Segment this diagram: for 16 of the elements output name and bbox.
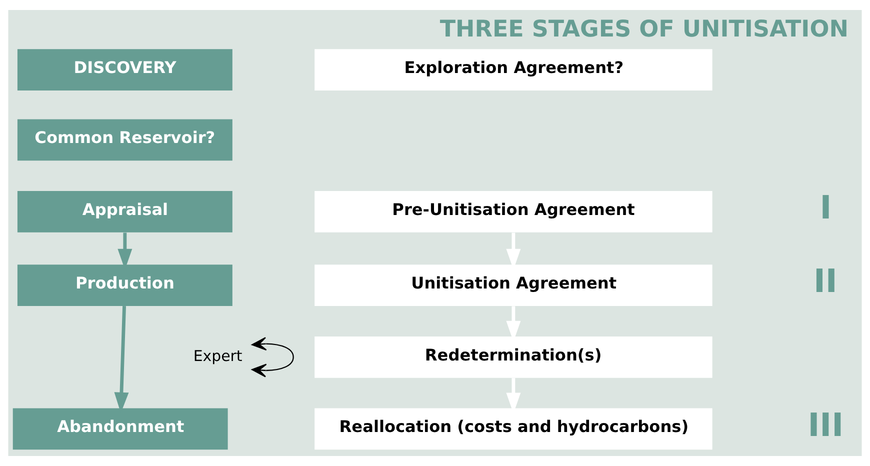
node-box: Pre-Unitisation Agreement <box>314 191 712 232</box>
label: II <box>813 262 838 300</box>
node-text: Expert <box>193 347 242 366</box>
node-box: Common Reservoir? <box>17 119 232 161</box>
diagram-title: THREE STAGES OF UNITISATION <box>440 16 848 42</box>
label: III <box>808 406 844 444</box>
node-box: DISCOVERY <box>17 49 232 90</box>
node-box: Abandonment <box>12 408 228 450</box>
node-box: Production <box>17 264 232 306</box>
node-box: Unitisation Agreement <box>314 264 712 306</box>
node-box: Redetermination(s) <box>314 336 712 378</box>
label: I <box>820 188 832 227</box>
node-box: Reallocation (costs and hydrocarbons) <box>314 408 712 450</box>
node-box: Exploration Agreement? <box>314 49 712 90</box>
arrow <box>252 337 294 378</box>
node-box: Appraisal <box>17 191 232 232</box>
